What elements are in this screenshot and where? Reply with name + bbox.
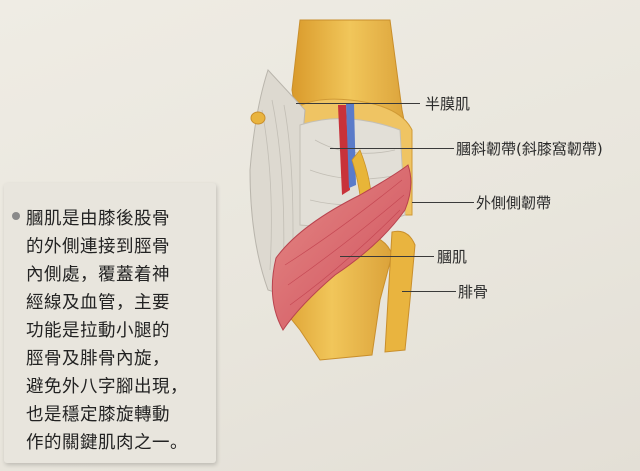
fibula-shape — [384, 230, 416, 353]
caption-line: 也是穩定膝旋轉動 — [26, 405, 170, 425]
caption-line: 避免外八字腳出現， — [26, 377, 188, 397]
medial-epicondyle-shape — [250, 111, 266, 125]
leader-popliteus — [340, 256, 434, 257]
label-fibula: 腓骨 — [458, 283, 489, 301]
caption-line: 內側處，覆蓋着神 — [26, 265, 170, 285]
label-popliteus: 膕肌 — [437, 248, 468, 266]
caption-bullet — [12, 212, 20, 220]
caption-line: 作的關鍵肌肉之一。 — [26, 433, 188, 453]
leader-fibula — [402, 291, 456, 292]
label-oblique-ligament: 膕斜韌帶(斜膝窩韌帶) — [456, 140, 603, 158]
leader-lateral-collateral — [412, 202, 474, 203]
label-lateral-collateral: 外側側韌帶 — [476, 194, 552, 212]
popliteus-shape — [271, 164, 412, 331]
label-semimembranosus: 半膜肌 — [425, 95, 471, 113]
caption-line: 脛骨及腓骨內旋， — [26, 349, 170, 369]
caption-line: 經線及血管，主要 — [26, 293, 170, 313]
caption-line: 的外側連接到脛骨 — [26, 237, 170, 257]
leader-oblique-ligament — [330, 148, 454, 149]
caption-line: 膕肌是由膝後股骨 — [26, 209, 170, 229]
caption-box — [4, 183, 216, 463]
vein-shape — [346, 103, 356, 188]
caption-line: 功能是拉動小腿的 — [26, 321, 170, 341]
leader-semimembranosus — [296, 103, 420, 104]
